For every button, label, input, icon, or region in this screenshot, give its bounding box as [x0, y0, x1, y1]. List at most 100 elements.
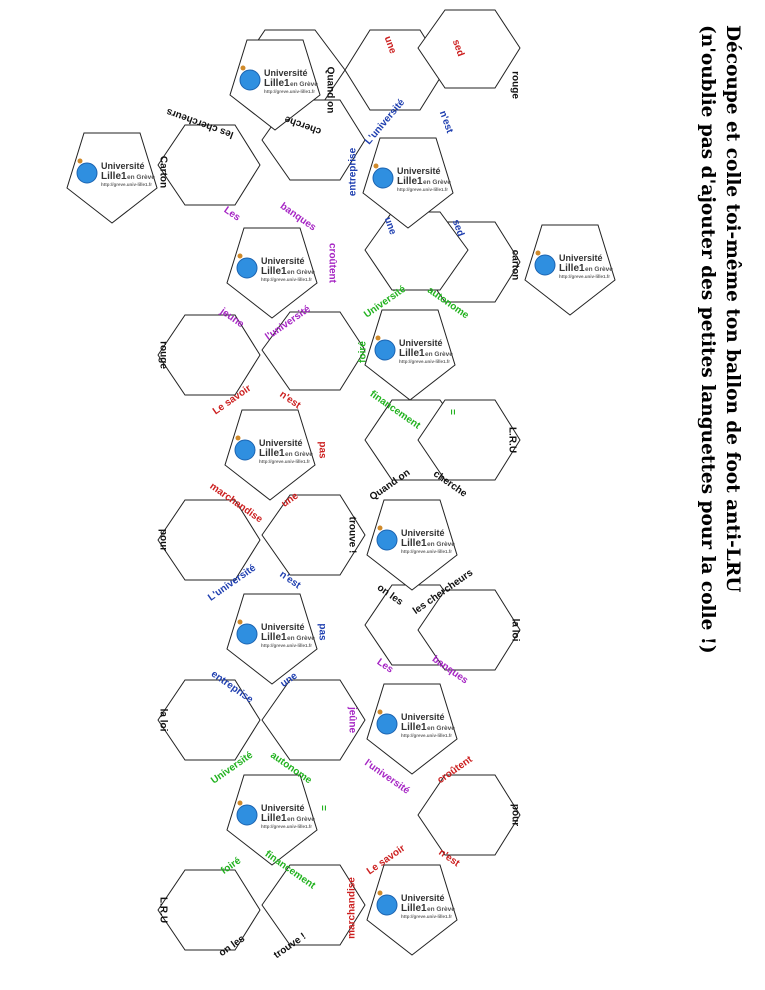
globe-icon	[376, 529, 398, 551]
net-word: foiré	[358, 341, 369, 363]
pentagon-outline	[362, 137, 454, 229]
logo-url: http://greve.univ-lille1.fr	[397, 187, 448, 192]
logo-text-en-greve: en Grève	[427, 725, 455, 732]
net-word: Quand on	[324, 67, 335, 114]
logo-text-universite: Université	[101, 161, 145, 171]
logo-text-en-greve: en Grève	[427, 906, 455, 913]
logo-text-lille1: Lille1	[264, 78, 290, 89]
globe-icon	[239, 69, 261, 91]
logo-url: http://greve.univ-lille1.fr	[261, 824, 312, 829]
net-word: n'est	[437, 109, 455, 135]
logo-dot-icon	[373, 163, 379, 169]
hex-e2	[417, 589, 521, 671]
logo-url: http://greve.univ-lille1.fr	[261, 643, 312, 648]
net-word: Les	[222, 205, 243, 224]
logo-text-universite: Université	[401, 893, 445, 903]
logo-url: http://greve.univ-lille1.fr	[261, 277, 312, 282]
net-word: rouge	[157, 341, 168, 369]
hex-c2	[157, 314, 261, 396]
net-word: n'est	[277, 389, 303, 412]
logo-text-en-greve: en Grève	[423, 179, 451, 186]
pentagon-outline	[366, 864, 458, 956]
logo-dot-icon	[237, 253, 243, 259]
logo-dot-icon	[377, 890, 383, 896]
logo-text-universite: Université	[264, 68, 308, 78]
globe-icon	[236, 623, 258, 645]
net-word: la loi	[157, 709, 168, 732]
logo-text-en-greve: en Grève	[427, 541, 455, 548]
logo-text-lille1: Lille1	[559, 263, 585, 274]
logo-url: http://greve.univ-lille1.fr	[259, 459, 310, 464]
net-word: =	[446, 409, 457, 415]
logo-url: http://greve.univ-lille1.fr	[264, 89, 315, 94]
logo-text-universite: Université	[261, 803, 305, 813]
logo-text-lille1: Lille1	[259, 448, 285, 459]
globe-icon	[374, 339, 396, 361]
net-word: la loi	[509, 619, 520, 642]
hex-c1	[261, 311, 366, 391]
logo-url: http://greve.univ-lille1.fr	[399, 359, 450, 364]
pentagon-outline	[66, 132, 158, 224]
logo-dot-icon	[77, 158, 83, 164]
logo-dot-icon	[375, 335, 381, 341]
logo-text-en-greve: en Grève	[287, 816, 315, 823]
pentagon-outline	[366, 499, 458, 591]
pentagon-outline	[226, 774, 318, 866]
globe-icon	[76, 162, 98, 184]
net-word: L.R.U	[506, 427, 517, 453]
logo-dot-icon	[535, 250, 541, 256]
logo-dot-icon	[377, 709, 383, 715]
net-word: entreprise	[348, 147, 359, 196]
hex-b1	[157, 124, 261, 206]
hex-a3	[417, 9, 521, 89]
logo-text-universite: Université	[259, 438, 303, 448]
net-word: croûtent	[326, 243, 337, 284]
logo-text-en-greve: en Grève	[285, 451, 313, 458]
logo-text-lille1: Lille1	[397, 176, 423, 187]
net-word: rouge	[509, 71, 520, 99]
globe-icon	[236, 257, 258, 279]
pentagon-outline	[366, 683, 458, 775]
logo-url: http://greve.univ-lille1.fr	[401, 914, 452, 919]
net-word: carton	[509, 250, 520, 281]
logo-url: http://greve.univ-lille1.fr	[401, 733, 452, 738]
logo-text-en-greve: en Grève	[287, 269, 315, 276]
logo-text-en-greve: en Grève	[425, 351, 453, 358]
logo-text-en-greve: en Grève	[290, 81, 318, 88]
logo-dot-icon	[235, 435, 241, 441]
logo-text-en-greve: en Grève	[287, 635, 315, 642]
logo-text-universite: Université	[559, 253, 603, 263]
logo-text-lille1: Lille1	[261, 813, 287, 824]
logo-text-lille1: Lille1	[401, 903, 427, 914]
net-word: marchandise	[347, 877, 358, 939]
globe-icon	[372, 167, 394, 189]
logo-text-universite: Université	[401, 528, 445, 538]
hex-d4	[157, 499, 261, 581]
net-word: L.R.U	[157, 897, 168, 923]
pentagon-outline	[224, 409, 316, 501]
globe-icon	[236, 804, 258, 826]
net-word: pour	[509, 804, 520, 826]
logo-text-universite: Université	[261, 256, 305, 266]
hex-d3	[261, 494, 366, 576]
logo-url: http://greve.univ-lille1.fr	[559, 274, 610, 279]
net-word: jeûne	[346, 706, 357, 734]
globe-icon	[376, 713, 398, 735]
logo-dot-icon	[237, 800, 243, 806]
net-word: pas	[316, 441, 327, 459]
hex-d2	[417, 399, 521, 481]
logo-dot-icon	[377, 525, 383, 531]
